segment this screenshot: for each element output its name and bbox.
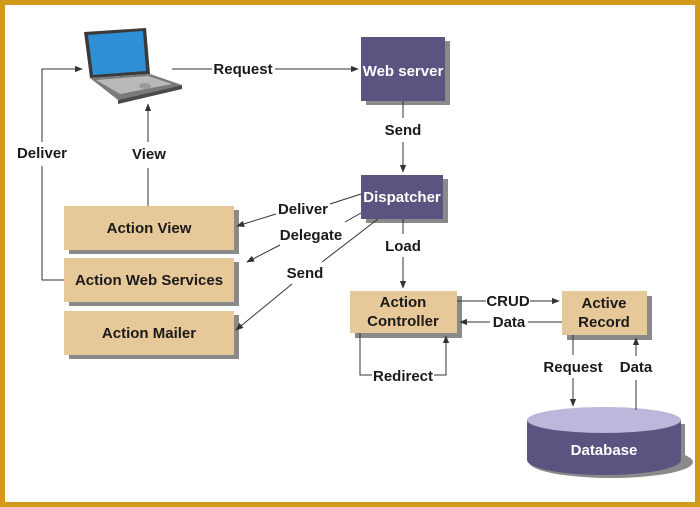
action-web-services-box: Action Web Services xyxy=(64,258,239,306)
action-view-label: Action View xyxy=(107,220,192,237)
database-cylinder: Database xyxy=(527,407,693,478)
redirect-line-a xyxy=(359,333,372,376)
action-web-services-label: Action Web Services xyxy=(75,272,223,289)
deliver-left-label: Deliver xyxy=(17,145,67,162)
action-controller-box: Action Controller xyxy=(350,291,462,338)
send-mailer-arrow xyxy=(235,283,293,331)
request-db-label: Request xyxy=(543,359,602,376)
request-top-label: Request xyxy=(213,61,272,78)
crud-label: CRUD xyxy=(486,293,529,310)
deliver-dispatch-label: Deliver xyxy=(278,201,328,218)
delegate-arrow xyxy=(246,244,281,263)
web-server-label: Web server xyxy=(363,63,444,80)
database-label: Database xyxy=(571,442,638,459)
deliver-left-arrow xyxy=(41,65,83,142)
send-mailer-line-a xyxy=(321,218,379,263)
deliver-left-line-a xyxy=(41,166,64,281)
data-db-label: Data xyxy=(620,359,653,376)
send-top-label: Send xyxy=(385,122,422,139)
deliver-dispatch-arrow xyxy=(236,213,277,227)
delegate-label: Delegate xyxy=(280,227,343,244)
action-mailer-label: Action Mailer xyxy=(102,325,196,342)
action-controller-label-1: Action xyxy=(380,294,427,311)
web-server-box: Web server xyxy=(361,37,450,105)
action-mailer-box: Action Mailer xyxy=(64,311,239,359)
action-view-box: Action View xyxy=(64,206,239,254)
active-record-label-2: Record xyxy=(578,314,630,331)
active-record-box: Active Record xyxy=(562,291,652,340)
dispatcher-label: Dispatcher xyxy=(363,189,441,206)
active-record-label-1: Active xyxy=(581,295,626,312)
laptop-icon xyxy=(84,28,182,104)
action-controller-label-2: Controller xyxy=(367,313,439,330)
redirect-label: Redirect xyxy=(373,368,433,385)
load-label: Load xyxy=(385,238,421,255)
view-label: View xyxy=(132,146,166,163)
dispatcher-box: Dispatcher xyxy=(361,175,448,223)
redirect-arrow xyxy=(434,335,450,376)
data-back-label: Data xyxy=(493,314,526,331)
delegate-line-a xyxy=(344,212,362,223)
deliver-dispatch-line-a xyxy=(329,193,362,205)
send-mailer-label: Send xyxy=(287,265,324,282)
